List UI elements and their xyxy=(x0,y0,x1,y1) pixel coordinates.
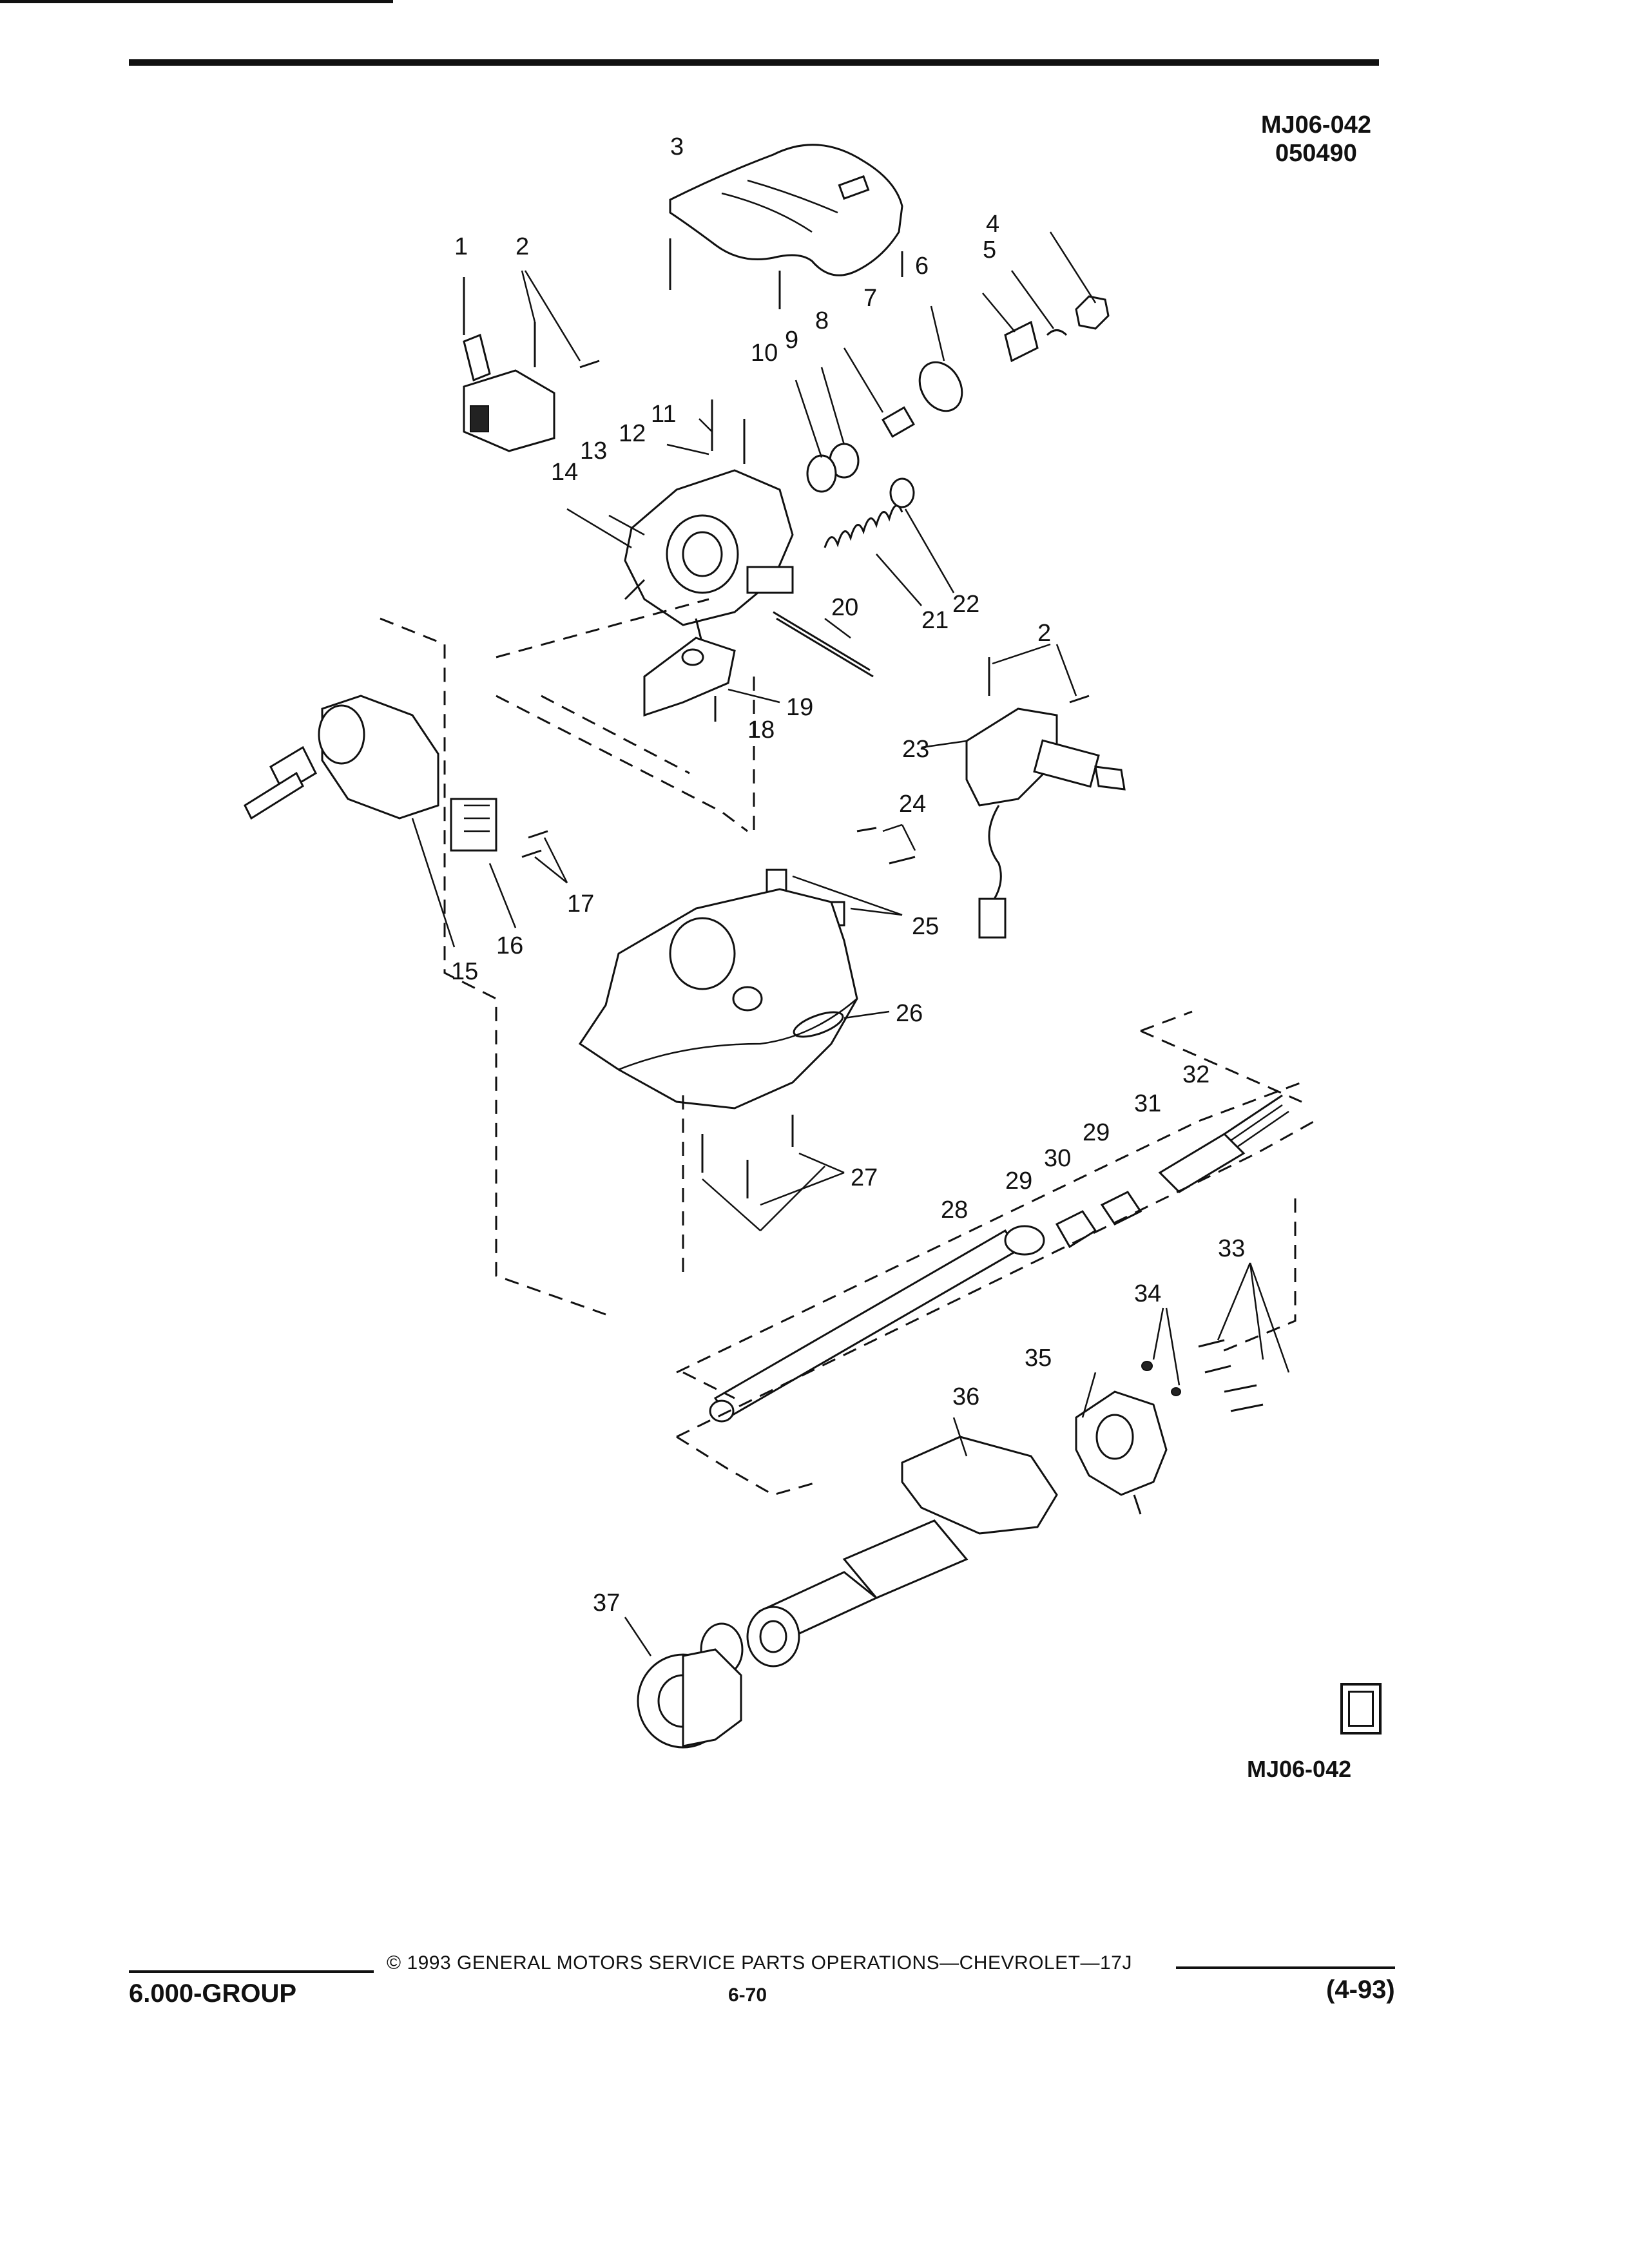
callout-1: 1 xyxy=(454,233,468,260)
callout-31: 31 xyxy=(1134,1090,1161,1117)
callout-8: 8 xyxy=(815,307,829,334)
callout-2-b: 2 xyxy=(1037,620,1051,647)
footer-rule-left xyxy=(129,1970,374,1973)
part-steering-shaft xyxy=(709,1094,1289,1423)
part-turn-signal-switch xyxy=(921,643,1126,939)
callout-29: 29 xyxy=(1005,1168,1032,1195)
callout-15: 15 xyxy=(451,958,478,985)
callout-12: 12 xyxy=(619,420,646,447)
figure-reference-date: 050490 xyxy=(1275,140,1357,167)
part-support-bracket xyxy=(1075,1262,1290,1515)
callout-16: 16 xyxy=(496,932,523,959)
callout-37: 37 xyxy=(593,1590,620,1617)
figure-reference-code: MJ06-042 xyxy=(1260,111,1371,139)
footer-copyright: © 1993 GENERAL MOTORS SERVICE PARTS OPER… xyxy=(387,1952,1132,1974)
callout-30: 30 xyxy=(1044,1145,1071,1172)
callout-28: 28 xyxy=(941,1196,968,1224)
callout-24: 24 xyxy=(899,791,926,818)
callout-10: 10 xyxy=(751,340,778,367)
callout-13: 13 xyxy=(580,437,607,465)
part-spring xyxy=(824,477,955,606)
part-screws-27 xyxy=(701,1115,845,1231)
dashed-frames xyxy=(380,598,1315,1496)
callout-34: 34 xyxy=(1134,1280,1161,1307)
callout-35: 35 xyxy=(1025,1345,1052,1372)
part-hardware-stack xyxy=(795,231,1110,493)
part-column-jacket xyxy=(700,1417,1058,1677)
callout-5: 5 xyxy=(983,236,996,264)
callout-33: 33 xyxy=(1218,1235,1245,1262)
callout-9: 9 xyxy=(785,327,798,354)
footer-group-label: 6.000-GROUP xyxy=(129,1979,297,2008)
callout-14: 14 xyxy=(551,459,578,486)
callout-26: 26 xyxy=(896,1000,923,1027)
part-lock-plate xyxy=(643,611,874,722)
callout-3: 3 xyxy=(670,133,684,160)
callout-6: 6 xyxy=(915,253,929,280)
callout-32: 32 xyxy=(1182,1061,1210,1088)
callout-labels: 1 2 3 4 5 6 7 8 9 10 11 12 13 14 15 16 1… xyxy=(451,133,1245,1617)
callout-27: 27 xyxy=(851,1164,878,1191)
callout-29-b: 29 xyxy=(1083,1119,1110,1146)
gm-spo-logo xyxy=(1340,1683,1382,1735)
logo-reference-code: MJ06-042 xyxy=(1247,1756,1352,1782)
footer-revision-date: (4-93) xyxy=(1326,1975,1395,2004)
part-column-housing xyxy=(566,399,794,645)
callout-2: 2 xyxy=(516,233,529,260)
part-dimmer-switch xyxy=(463,270,600,452)
part-lower-cover xyxy=(578,888,890,1110)
callout-36: 36 xyxy=(952,1383,979,1410)
callout-23: 23 xyxy=(902,736,929,763)
top-rule xyxy=(129,59,1379,66)
callout-18: 18 xyxy=(747,716,775,744)
callout-17: 17 xyxy=(567,890,594,918)
callout-21: 21 xyxy=(921,607,949,634)
part-upper-cover xyxy=(669,144,903,309)
callout-4: 4 xyxy=(986,211,999,238)
callout-25: 25 xyxy=(912,913,939,940)
callout-11: 11 xyxy=(651,401,676,428)
callout-7: 7 xyxy=(863,285,877,312)
callout-22: 22 xyxy=(952,591,979,618)
footer-page-number: 6-70 xyxy=(728,1984,767,2006)
callout-20: 20 xyxy=(831,594,858,621)
callout-19: 19 xyxy=(786,694,813,721)
part-lower-bearing xyxy=(624,1617,742,1749)
footer-rule-right xyxy=(1176,1966,1395,1969)
part-ignition-lock xyxy=(244,695,568,948)
figure-reference: MJ06-042 050490 xyxy=(1261,111,1371,168)
corner-mark xyxy=(0,0,393,3)
